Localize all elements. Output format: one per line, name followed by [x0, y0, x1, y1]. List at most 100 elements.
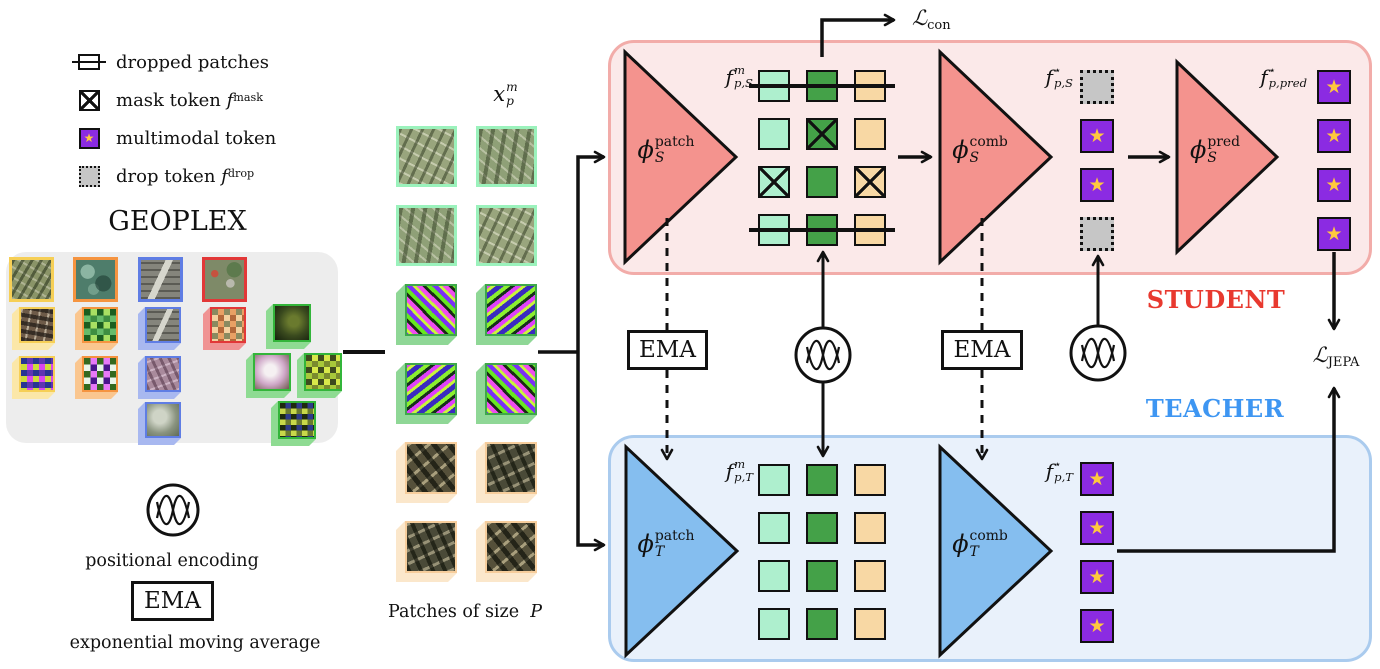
patch-row — [396, 521, 537, 582]
input-patch — [476, 363, 537, 424]
positional-encoding-label: positional encoding — [85, 551, 259, 571]
image-patch-face — [405, 363, 457, 415]
multimodal-token: ★ — [1080, 119, 1114, 153]
image-patch-face — [485, 521, 537, 573]
image-patch-face — [210, 307, 246, 343]
multimodal-token: ★ — [1317, 119, 1351, 153]
patch-token — [758, 464, 790, 496]
student-predicted-features-label: f⋆p,pred — [1260, 63, 1307, 91]
patch-grid — [396, 126, 537, 582]
dropped-patch-row — [749, 214, 895, 246]
legend-item-dropped-patches: dropped patches — [72, 50, 276, 74]
geoplex-image-tile — [266, 304, 311, 349]
patch-token — [854, 118, 886, 150]
student-role-label: STUDENT — [1146, 285, 1286, 314]
geoplex-image-tile — [75, 307, 118, 350]
mask-token-icon — [72, 88, 106, 112]
multimodal-token: ★ — [1080, 168, 1114, 202]
patch-token — [758, 118, 790, 150]
student-predicted-token-column: ★★★★ — [1317, 70, 1351, 251]
patch-token — [758, 608, 790, 640]
geoplex-image-tile — [138, 356, 181, 399]
geoplex-image-tile — [202, 257, 247, 302]
mask-token — [758, 166, 790, 198]
patch-token — [854, 214, 886, 246]
patch-token — [758, 70, 790, 102]
teacher-star-features-label: f⋆p,T — [1045, 457, 1073, 485]
ema-description: exponential moving average — [69, 633, 321, 653]
positional-encoding-legend-icon — [146, 483, 200, 537]
image-patch-face — [485, 284, 537, 336]
teacher-token-column: ★★★★ — [1080, 462, 1114, 643]
image-patch-face — [405, 521, 457, 573]
patch-row — [396, 363, 537, 424]
geoplex-image-tile — [12, 307, 55, 350]
multimodal-token: ★ — [1080, 609, 1114, 643]
patch-token — [758, 512, 790, 544]
mask-token — [806, 118, 838, 150]
geoplex-image-tile — [75, 356, 118, 399]
patch-token — [854, 608, 886, 640]
geoplex-image-tile — [9, 257, 54, 302]
patch-token — [806, 512, 838, 544]
teacher-role-label: TEACHER — [1145, 394, 1285, 423]
teacher-token-grid — [758, 464, 886, 640]
multimodal-token: ★ — [1317, 168, 1351, 202]
input-patch — [476, 521, 537, 582]
multimodal-token: ★ — [1080, 462, 1114, 496]
input-patch — [396, 284, 457, 345]
patch-token — [806, 608, 838, 640]
patch-token — [806, 560, 838, 592]
geoplex-image-tile — [12, 356, 55, 399]
token-row — [758, 608, 886, 640]
legend-item-drop-token: drop token fdrop — [72, 164, 276, 188]
geoplex-image-tile — [246, 353, 291, 398]
patches-caption: Patches of size P — [387, 602, 543, 622]
image-patch-face — [145, 307, 181, 343]
image-patch-face — [278, 401, 316, 439]
image-patch-face — [485, 363, 537, 415]
input-patch — [396, 442, 457, 503]
drop-token — [1080, 217, 1114, 251]
patch-row — [396, 205, 537, 266]
input-patch — [476, 205, 537, 266]
mask-token — [854, 166, 886, 198]
token-row — [758, 464, 886, 496]
dataset-title: GEOPLEX — [108, 206, 247, 237]
input-patch — [396, 205, 457, 266]
image-patch-face — [253, 353, 291, 391]
token-row — [758, 512, 886, 544]
patch-token — [806, 214, 838, 246]
patch-token — [806, 464, 838, 496]
image-patch-face — [405, 284, 457, 336]
ema-legend-box: EMA — [131, 581, 214, 621]
geoplex-image-tile — [138, 307, 181, 350]
patch-token — [758, 214, 790, 246]
patch-token — [854, 70, 886, 102]
legend-label: multimodal token — [116, 127, 277, 149]
image-patch-face — [485, 442, 537, 494]
image-patch-face — [82, 356, 118, 392]
patch-row — [396, 442, 537, 503]
multimodal-token: ★ — [1080, 511, 1114, 545]
ema-box-right: EMA — [941, 330, 1023, 370]
drop-token-icon — [72, 164, 106, 188]
patch-token — [806, 70, 838, 102]
legend-item-multimodal-token: ★ multimodal token — [72, 126, 276, 150]
geoplex-image-tile — [138, 402, 181, 445]
legend-label: dropped patches — [116, 51, 269, 73]
patch-token — [758, 560, 790, 592]
geoplex-image-tile — [297, 353, 342, 398]
token-row — [758, 560, 886, 592]
patch-token — [806, 166, 838, 198]
input-patch — [476, 126, 537, 187]
